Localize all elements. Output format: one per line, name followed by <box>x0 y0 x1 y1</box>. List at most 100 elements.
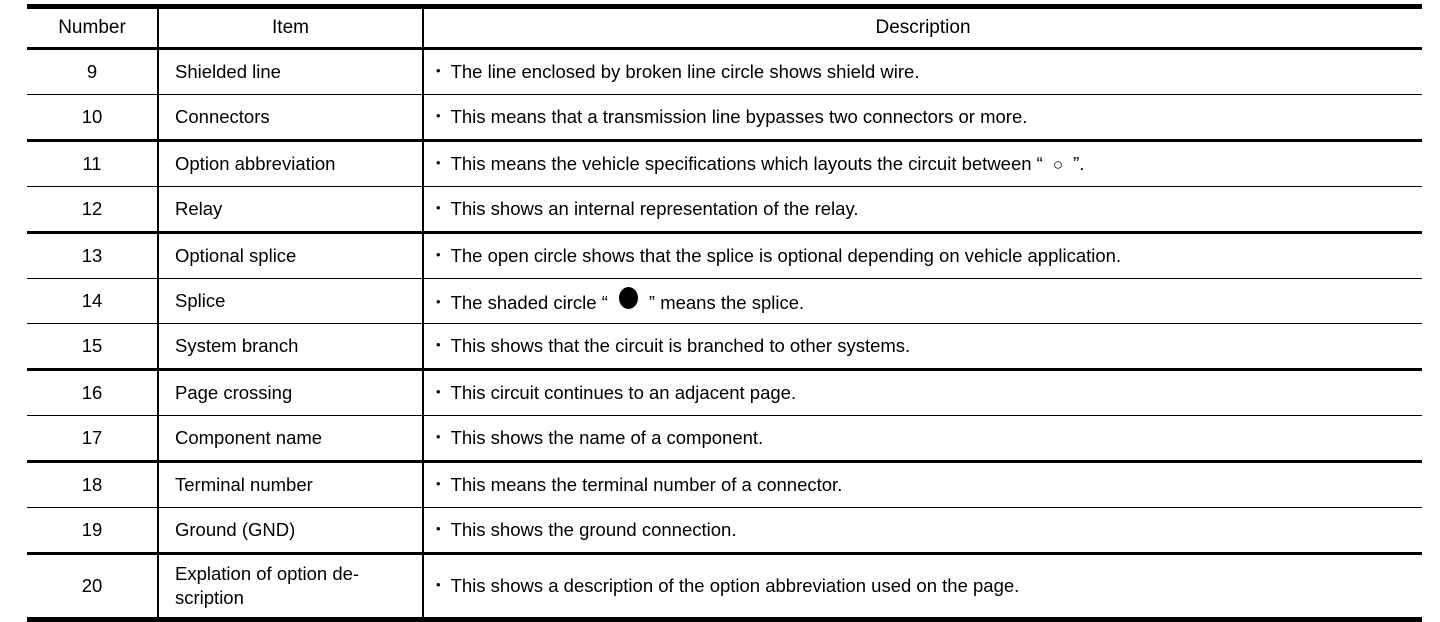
description-line: • This shows the name of a component. <box>436 426 1414 449</box>
description-text: This circuit continues to an adjacent pa… <box>450 382 797 404</box>
description-line: • This circuit continues to an adjacent p… <box>436 381 1414 404</box>
description-line: • This means the vehicle specifications w… <box>436 152 1414 175</box>
item-label: Ground (GND) <box>175 519 296 541</box>
cell-item: Option abbreviation <box>158 140 424 187</box>
item-label: Page crossing <box>175 382 293 404</box>
description-text: The shaded circle “ <box>450 292 608 314</box>
description-line: • The shaded circle “ ” means the splice. <box>436 287 1414 314</box>
description-line: • This shows the ground connection. <box>436 518 1414 541</box>
item-label: Shielded line <box>175 61 281 83</box>
bullet-icon: • <box>436 247 441 263</box>
item-label: Option abbreviation <box>175 153 336 175</box>
cell-item: System branch <box>158 323 424 371</box>
column-header-item: Item <box>158 4 424 50</box>
table-row: 10 Connectors • This means that a transmiss… <box>27 94 1422 142</box>
cell-description: • The line enclosed by broken line circle… <box>423 48 1422 95</box>
bullet-icon: • <box>436 577 441 593</box>
cell-item: Shielded line <box>158 48 424 95</box>
cell-item: Ground (GND) <box>158 507 424 555</box>
table-row: 17 Component name • This shows the name of … <box>27 415 1422 463</box>
bullet-icon: • <box>436 200 441 216</box>
description-text: This means that a transmission line bypa… <box>450 106 1028 128</box>
bullet-icon: • <box>436 384 441 400</box>
bullet-icon: • <box>436 108 441 124</box>
cell-number: 9 <box>27 48 159 95</box>
column-header-number: Number <box>27 4 159 50</box>
table-row: 19 Ground (GND) • This shows the ground con… <box>27 507 1422 555</box>
description-line: • The line enclosed by broken line circle… <box>436 60 1414 83</box>
description-text: This means the vehicle specifications wh… <box>450 153 1043 175</box>
cell-description: • This shows an internal representation o… <box>423 186 1422 234</box>
item-label: Optional splice <box>175 245 297 267</box>
cell-number: 11 <box>27 140 159 187</box>
cell-item: Connectors <box>158 94 424 142</box>
cell-description: • This means that a transmission line byp… <box>423 94 1422 142</box>
table-row: 15 System branch •This shows that the circ… <box>27 323 1422 371</box>
bullet-icon: • <box>436 294 441 310</box>
cell-description: • This shows the ground connection. <box>423 507 1422 555</box>
cell-item: Component name <box>158 415 424 463</box>
cell-number: 10 <box>27 94 159 142</box>
description-text: The line enclosed by broken line circle … <box>450 61 920 83</box>
cell-item: Relay <box>158 186 424 234</box>
description-line: • This means the terminal number of a con… <box>436 473 1414 496</box>
description-line: • This means that a transmission line byp… <box>436 105 1414 128</box>
bullet-icon: • <box>436 63 441 79</box>
bullet-icon: • <box>436 429 441 445</box>
cell-description: • This means the vehicle specifications w… <box>423 140 1422 187</box>
cell-number: 17 <box>27 415 159 463</box>
cell-item: Splice <box>158 278 424 324</box>
description-text: This means the terminal number of a conn… <box>450 474 843 496</box>
description-text: This shows the name of a component. <box>450 427 764 449</box>
description-text: This shows a description of the option a… <box>450 575 1020 597</box>
cell-number: 12 <box>27 186 159 234</box>
cell-description: • This means the terminal number of a con… <box>423 461 1422 508</box>
description-text: The open circle shows that the splice is… <box>450 245 1122 267</box>
table-row: 14 Splice • The shaded circle “ ” means the … <box>27 278 1422 324</box>
bullet-icon: • <box>436 337 441 353</box>
table-row: 20 Explation of option de-scription • This … <box>27 553 1422 622</box>
header-row: Number Item Description <box>27 4 1422 50</box>
item-label: System branch <box>175 335 299 357</box>
cell-number: 19 <box>27 507 159 555</box>
table-row: 11 Option abbreviation • This means the veh… <box>27 140 1422 187</box>
filled-circle-icon <box>618 287 638 310</box>
description-line: • The open circle shows that the splice i… <box>436 244 1414 267</box>
description-text: This shows an internal representation of… <box>450 198 859 220</box>
cell-description: • This circuit continues to an adjacent p… <box>423 369 1422 416</box>
bullet-icon: • <box>436 521 441 537</box>
cell-number: 14 <box>27 278 159 324</box>
item-label: Connectors <box>175 106 270 128</box>
description-line: •This shows that the circuit is branched… <box>436 334 1414 357</box>
column-header-description: Description <box>423 4 1422 50</box>
table-row: 16 Page crossing • This circuit continues t… <box>27 369 1422 416</box>
table-row: 12 Relay • This shows an internal represent… <box>27 186 1422 234</box>
description-text-suffix: ”. <box>1073 153 1085 175</box>
cell-item: Optional splice <box>158 232 424 279</box>
item-label: Splice <box>175 290 226 312</box>
table-body: 9 Shielded line • The line enclosed by brok… <box>27 48 1422 622</box>
open-circle-icon: ○ <box>1052 155 1064 175</box>
cell-description: • The shaded circle “ ” means the splice. <box>423 278 1422 324</box>
item-label: Component name <box>175 427 323 449</box>
description-text-suffix: ” means the splice. <box>648 292 805 314</box>
cell-number: 16 <box>27 369 159 416</box>
bullet-icon: • <box>436 476 441 492</box>
cell-description: • This shows the name of a component. <box>423 415 1422 463</box>
item-label: Relay <box>175 198 223 220</box>
cell-item: Explation of option de-scription <box>158 553 424 622</box>
cell-description: • The open circle shows that the splice i… <box>423 232 1422 279</box>
cell-number: 20 <box>27 553 159 622</box>
cell-description: •This shows that the circuit is branched… <box>423 323 1422 371</box>
cell-item: Page crossing <box>158 369 424 416</box>
bullet-icon: • <box>436 155 441 171</box>
cell-number: 15 <box>27 323 159 371</box>
item-label: Explation of option de-scription <box>175 563 360 608</box>
description-text: This shows the ground connection. <box>450 519 737 541</box>
table-row: 9 Shielded line • The line enclosed by brok… <box>27 48 1422 95</box>
description-line: • This shows a description of the option … <box>436 574 1414 597</box>
cell-number: 18 <box>27 461 159 508</box>
